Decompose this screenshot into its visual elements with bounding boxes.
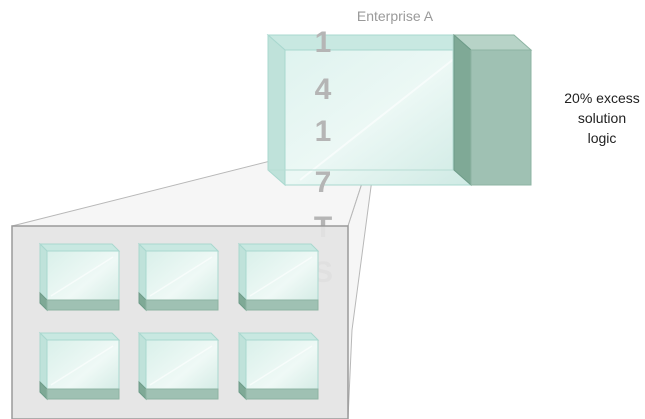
detail-panel <box>11 225 349 419</box>
vertical-letter-3: 1 <box>315 115 332 148</box>
excess-logic-block <box>452 33 533 187</box>
enterprise-title: Enterprise A <box>356 8 434 24</box>
enterprise-box-left <box>267 33 286 187</box>
cell-excess-base-front <box>46 299 120 311</box>
annotation-line-3: logic <box>587 130 617 146</box>
cell-excess-base-front <box>145 299 219 311</box>
cell-excess-base-front <box>245 299 319 311</box>
annotation-line-1: 20% excess <box>564 90 640 106</box>
glass-cell <box>237 242 320 312</box>
enterprise-box-top <box>266 34 473 51</box>
glass-cell <box>137 331 220 401</box>
vertical-letter-2: 4 <box>315 73 332 106</box>
zoom-cone-side <box>347 133 379 419</box>
enterprise-box <box>266 33 473 187</box>
glass-cell <box>137 242 220 312</box>
glass-cell <box>38 331 121 401</box>
vertical-letter-4: 7 <box>315 166 332 199</box>
cell-excess-base-front <box>46 388 120 400</box>
annotation-line-2: solution <box>577 110 627 126</box>
cell-excess-base-front <box>245 388 319 400</box>
detail-cells <box>38 242 320 401</box>
cell-excess-base-front <box>145 388 219 400</box>
excess-annotation: 20% excess solution logic <box>548 88 645 148</box>
glass-cell <box>38 242 121 312</box>
excess-block-left <box>453 33 472 187</box>
vertical-letter-1: 1 <box>315 26 332 59</box>
glass-cell <box>237 331 320 401</box>
excess-block-front <box>470 49 532 186</box>
